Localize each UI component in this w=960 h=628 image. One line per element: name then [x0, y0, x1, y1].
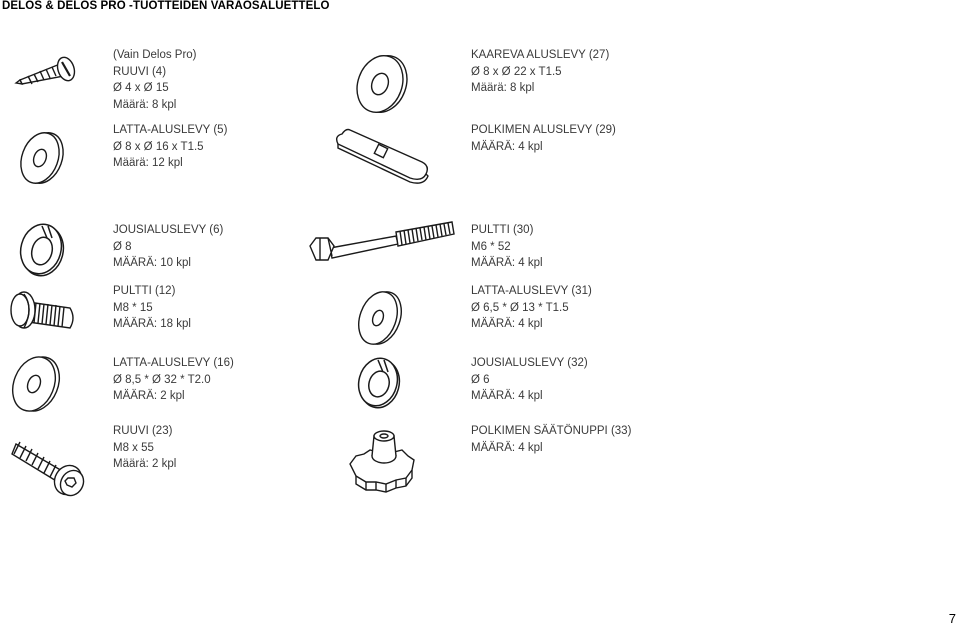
- curved-washer-icon: [356, 55, 408, 113]
- part-name: LATTA-ALUSLEVY (16): [113, 357, 234, 369]
- part-size: Ø 8 x Ø 22 x T1.5: [471, 65, 562, 78]
- screw-icon: [14, 56, 76, 85]
- part-size: M8 x 55: [113, 441, 154, 454]
- part-note: (Vain Delos Pro): [113, 49, 197, 61]
- part-knob-33: POLKIMEN SÄÄTÖNUPPI (33) MÄÄRÄ: 4 kpl: [471, 423, 631, 456]
- part-name: PULTTI (12): [113, 285, 176, 297]
- part-name: PULTTI (30): [471, 224, 534, 236]
- part-quantity: Määrä: 8 kpl: [113, 98, 177, 111]
- part-name: JOUSIALUSLEVY (6): [113, 224, 224, 236]
- part-quantity: Määrä: 8 kpl: [471, 82, 535, 94]
- hex-socket-screw-icon: [11, 441, 85, 497]
- page-title: DELOS & DELOS PRO -TUOTTEIDEN VARAOSALUE…: [2, 0, 330, 12]
- part-quantity: Määrä: 12 kpl: [113, 157, 183, 169]
- part-quantity: MÄÄRÄ: 4 kpl: [471, 441, 543, 454]
- part-name: POLKIMEN ALUSLEVY (29): [471, 124, 616, 136]
- part-flat-washer-5: LATTA-ALUSLEVY (5) Ø 8 x Ø 16 x T1.5 Mää…: [113, 122, 227, 172]
- part-quantity: Määrä: 2 kpl: [113, 458, 177, 470]
- part-spring-washer-6: JOUSIALUSLEVY (6) Ø 8 MÄÄRÄ: 10 kpl: [113, 222, 223, 272]
- part-size: Ø 8,5 * Ø 32 * T2.0: [113, 373, 211, 386]
- part-bolt-12: PULTTI (12) M8 * 15 MÄÄRÄ: 18 kpl: [113, 283, 191, 333]
- spring-washer-icon: [19, 223, 65, 277]
- part-screw-23: RUUVI (23) M8 x 55 Määrä: 2 kpl: [113, 423, 176, 473]
- part-size: Ø 6: [471, 373, 490, 386]
- large-washer-icon: [11, 356, 61, 412]
- part-quantity: MÄÄRÄ: 4 kpl: [471, 318, 543, 330]
- part-quantity: MÄÄRÄ: 4 kpl: [471, 257, 543, 269]
- part-name: RUUVI (4): [113, 65, 167, 78]
- part-pedal-washer-29: POLKIMEN ALUSLEVY (29) MÄÄRÄ: 4 kpl: [471, 122, 616, 155]
- pedal-washer-icon: [335, 128, 429, 184]
- part-size: M8 * 15: [113, 301, 153, 314]
- part-curved-washer-27: KAAREVA ALUSLEVY (27) Ø 8 x Ø 22 x T1.5 …: [471, 47, 609, 97]
- part-name: POLKIMEN SÄÄTÖNUPPI (33): [471, 425, 632, 437]
- adjustment-knob-icon: [349, 430, 415, 493]
- part-quantity: MÄÄRÄ: 2 kpl: [113, 390, 185, 402]
- part-name: RUUVI (23): [113, 425, 173, 437]
- page-number: 7: [948, 611, 956, 626]
- part-quantity: MÄÄRÄ: 4 kpl: [471, 390, 543, 402]
- part-size: Ø 8 x Ø 16 x T1.5: [113, 140, 204, 153]
- part-quantity: MÄÄRÄ: 18 kpl: [113, 318, 191, 330]
- short-bolt-icon: [10, 291, 74, 329]
- part-name: KAAREVA ALUSLEVY (27): [471, 49, 610, 61]
- part-flat-washer-16: LATTA-ALUSLEVY (16) Ø 8,5 * Ø 32 * T2.0 …: [113, 355, 234, 405]
- part-quantity: MÄÄRÄ: 10 kpl: [113, 257, 191, 269]
- part-size: Ø 8: [113, 240, 132, 253]
- spring-washer-icon: [357, 357, 401, 409]
- part-size: Ø 4 x Ø 15: [113, 82, 169, 94]
- part-quantity: MÄÄRÄ: 4 kpl: [471, 140, 543, 153]
- flat-washer-icon: [20, 132, 64, 184]
- long-bolt-icon: [309, 221, 455, 261]
- part-name: LATTA-ALUSLEVY (31): [471, 285, 592, 297]
- part-name: LATTA-ALUSLEVY (5): [113, 124, 228, 136]
- part-size: Ø 6,5 * Ø 13 * T1.5: [471, 301, 569, 314]
- part-name: JOUSIALUSLEVY (32): [471, 357, 588, 369]
- flat-washer-icon: [358, 291, 402, 345]
- part-spring-washer-32: JOUSIALUSLEVY (32) Ø 6 MÄÄRÄ: 4 kpl: [471, 355, 588, 405]
- part-size: M6 * 52: [471, 240, 511, 253]
- part-bolt-30: PULTTI (30) M6 * 52 MÄÄRÄ: 4 kpl: [471, 222, 543, 272]
- part-screw-4: (Vain Delos Pro) RUUVI (4) Ø 4 x Ø 15 Mä…: [113, 47, 197, 113]
- part-flat-washer-31: LATTA-ALUSLEVY (31) Ø 6,5 * Ø 13 * T1.5 …: [471, 283, 592, 333]
